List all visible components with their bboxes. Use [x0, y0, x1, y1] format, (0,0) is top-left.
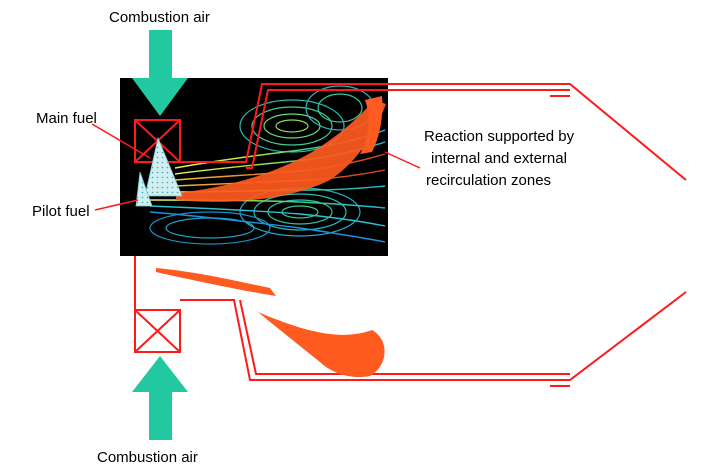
combustion-air-bottom-label: Combustion air	[97, 449, 198, 466]
main-fuel-label: Main fuel	[36, 110, 97, 127]
flame-upper	[360, 96, 383, 154]
leader-lines	[91, 123, 421, 211]
reaction-label-line3: recirculation zones	[426, 172, 551, 189]
up-arrow-icon	[132, 356, 188, 440]
flame-lower	[156, 268, 385, 378]
combustion-air-top-label: Combustion air	[109, 9, 210, 26]
reaction-label-line1: Reaction supported by	[424, 128, 575, 145]
main-fuel-spray	[144, 136, 183, 197]
pilot-fuel-label: Pilot fuel	[32, 203, 90, 220]
down-arrow-icon	[132, 30, 188, 116]
swirler-bottom-icon	[134, 309, 181, 353]
reaction-label-line2: internal and external	[431, 150, 567, 167]
pilot-fuel-spray	[135, 171, 153, 207]
combustor-outline	[134, 83, 687, 387]
